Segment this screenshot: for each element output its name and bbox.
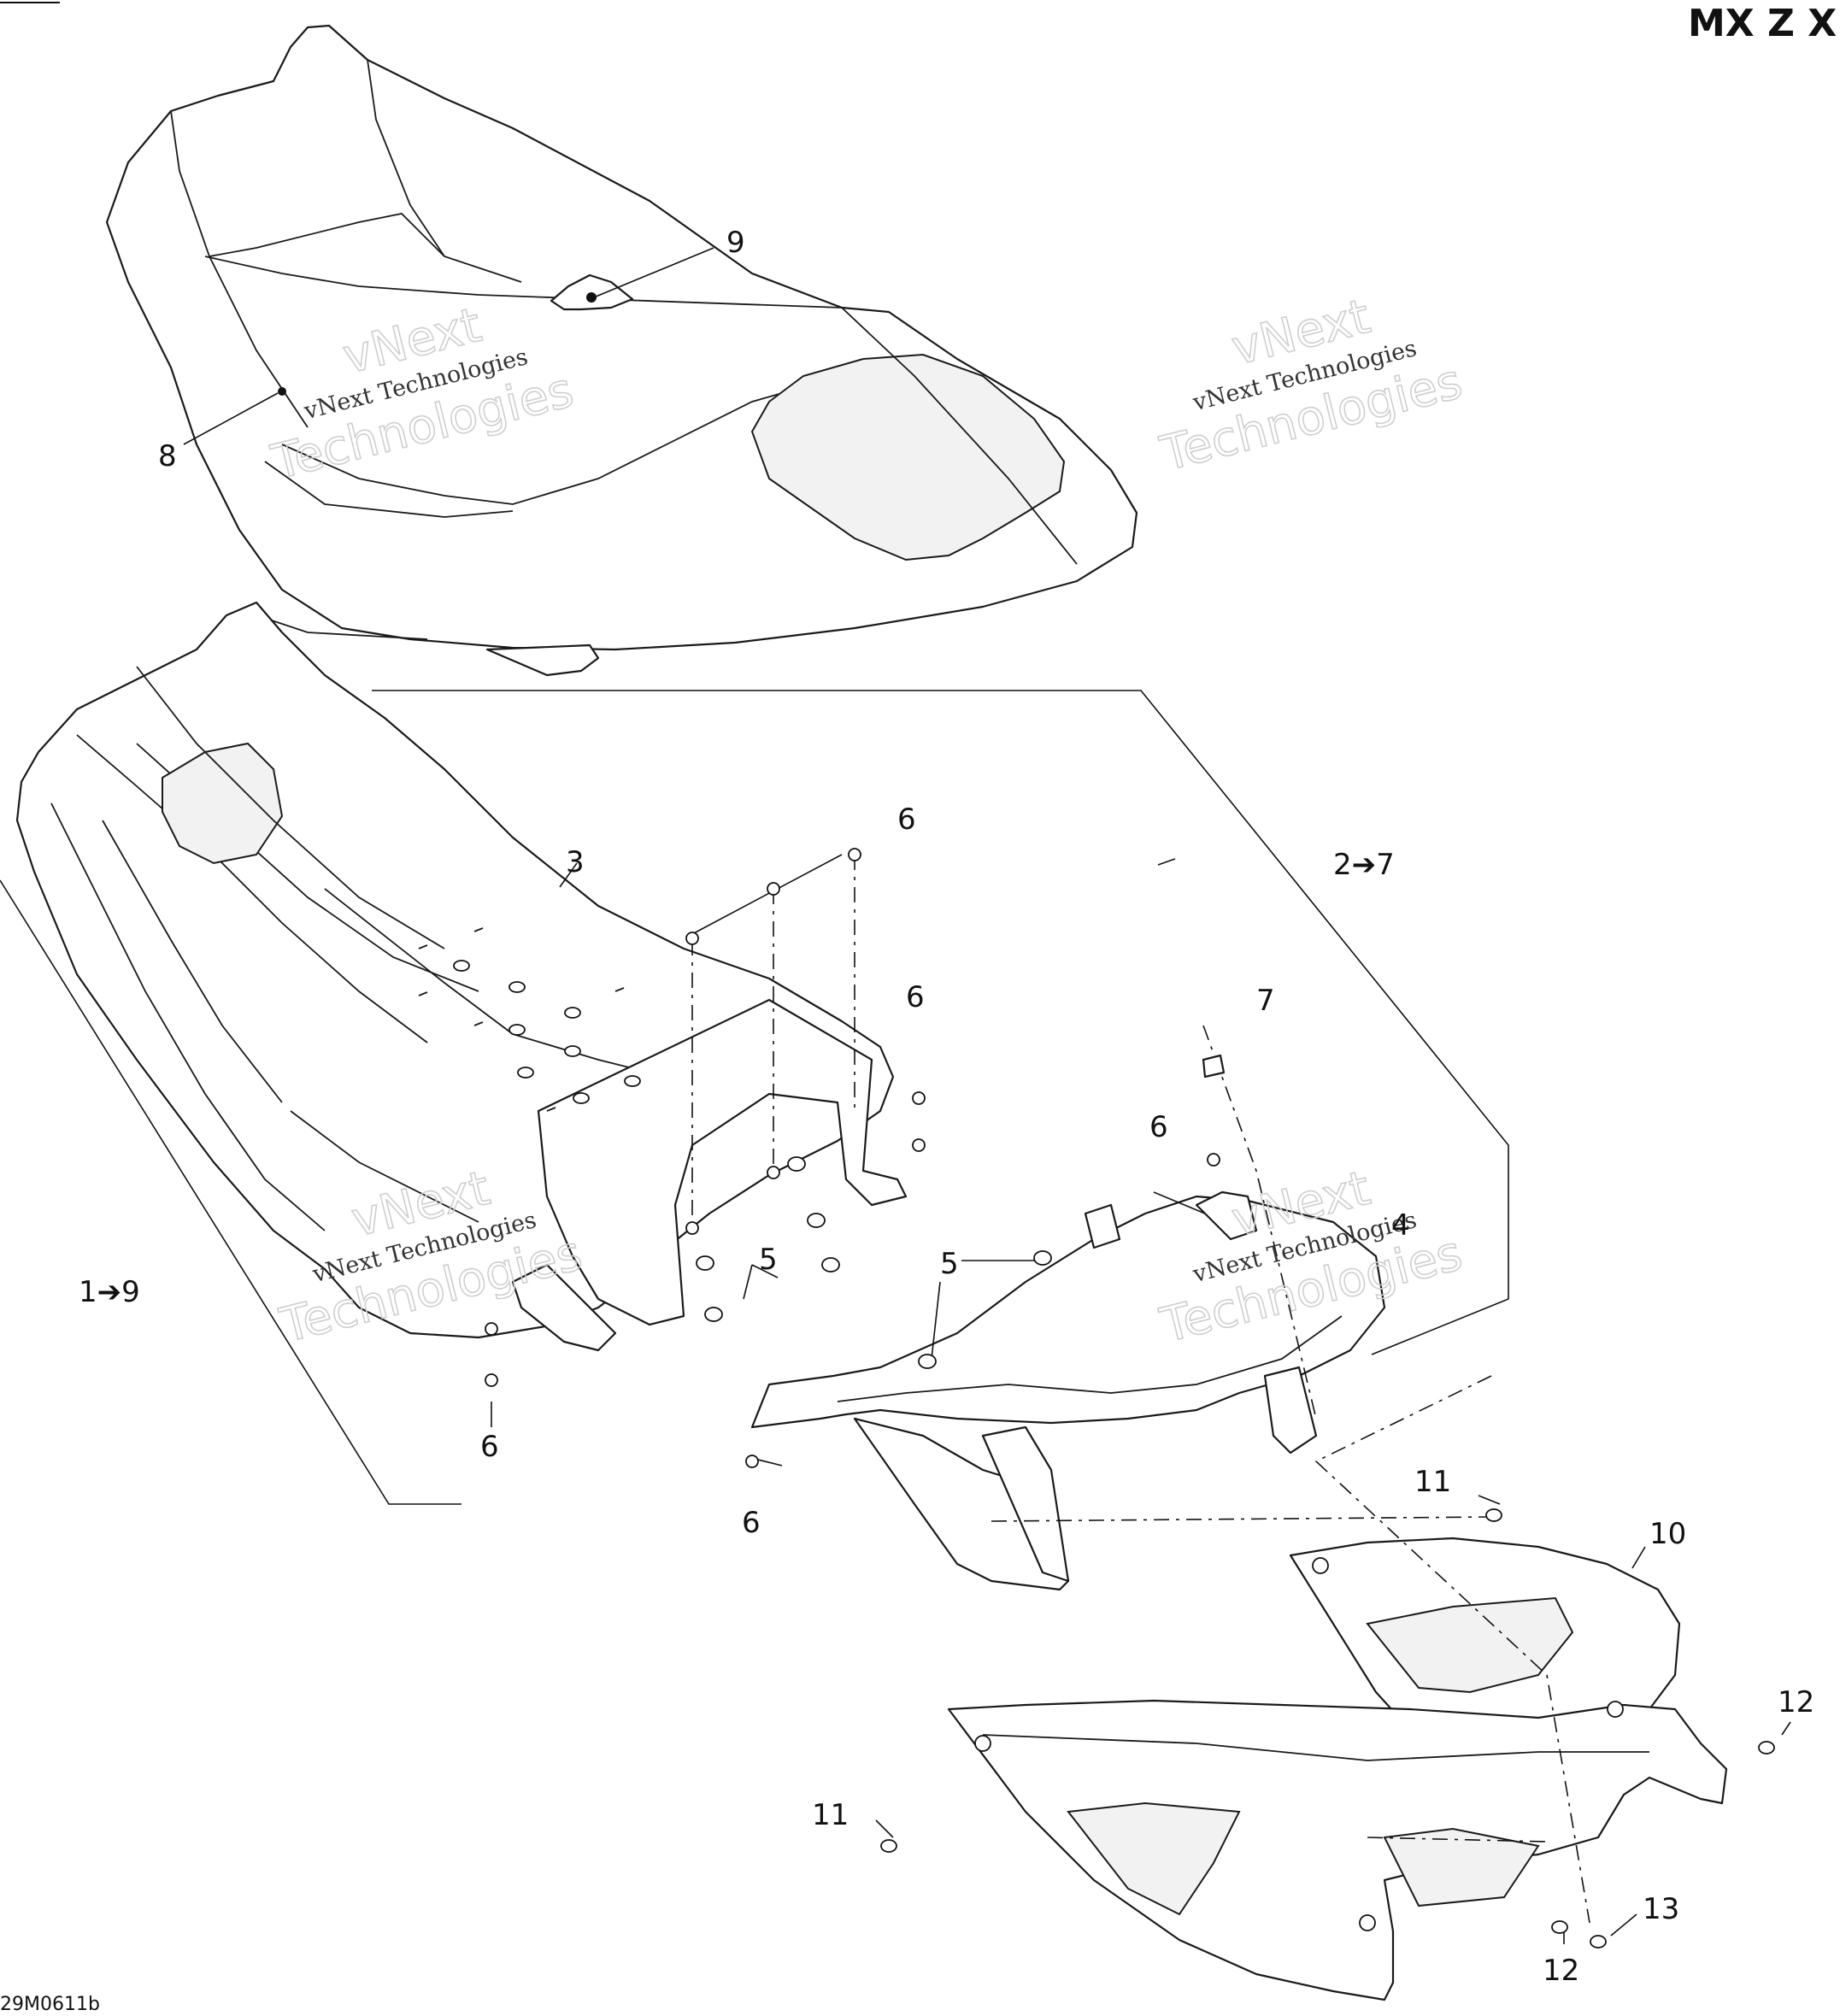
callout-11-b: 11 (812, 1798, 849, 1832)
callout-10: 10 (1649, 1517, 1686, 1551)
seat-base-slots (418, 927, 641, 1112)
callout-7: 7 (1256, 984, 1275, 1018)
callout-3-seat-base: 3 (566, 845, 585, 879)
drawing-code: 29M0611b (0, 1994, 100, 2015)
callout-6-b: 6 (906, 980, 925, 1014)
hardware-fasteners (278, 292, 1775, 1948)
rear-bracket-part (750, 1190, 1386, 1591)
callout-6-e: 6 (742, 1506, 761, 1540)
watermark-right-top: vNext vNext Technologies Technologies (1155, 288, 1468, 483)
assembly-centerlines (691, 855, 1590, 1924)
callout-11-a: 11 (1414, 1465, 1451, 1499)
callout-5-b: 5 (940, 1247, 959, 1281)
seat-emblem-part (550, 273, 634, 311)
callout-13: 13 (1643, 1892, 1679, 1926)
callout-9-seat-emblem: 9 (726, 226, 745, 260)
callout-5-a: 5 (759, 1243, 778, 1277)
model-title: MX Z X (1688, 2, 1837, 45)
callout-4: 4 (1391, 1208, 1410, 1243)
seat-cover-part (105, 24, 1138, 677)
leader-lines (0, 247, 1791, 1944)
side-panel-part (947, 1537, 1728, 2001)
callout-1-to-9: 1➔9 (79, 1275, 140, 1309)
callout-8-seat-cover: 8 (158, 439, 177, 473)
callout-6-d: 6 (480, 1430, 499, 1464)
callout-6-c: 6 (1149, 1110, 1168, 1144)
seat-base-part (15, 601, 908, 1352)
callout-2-to-7: 2➔7 (1333, 848, 1395, 882)
callout-6-a: 6 (897, 802, 916, 837)
callout-12-b: 12 (1543, 1954, 1579, 1988)
callout-12-a: 12 (1778, 1685, 1814, 1719)
